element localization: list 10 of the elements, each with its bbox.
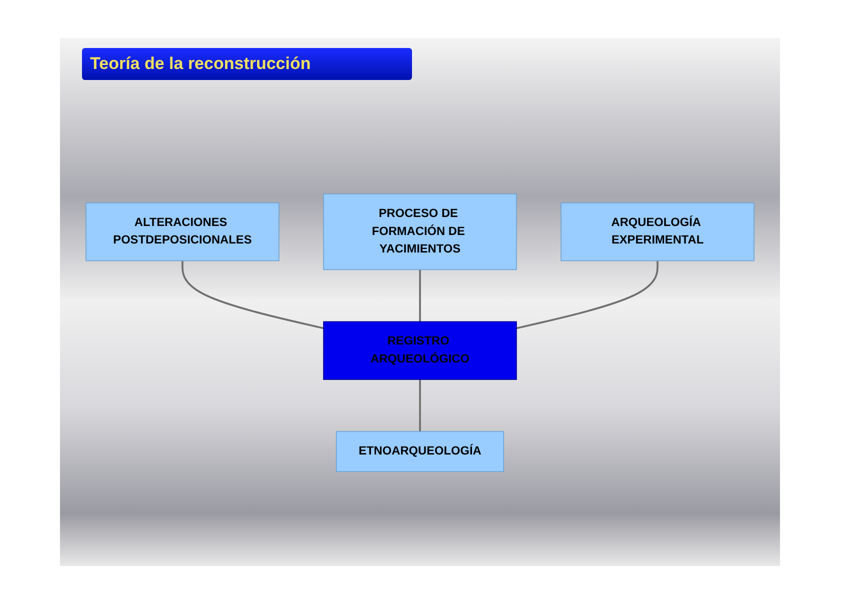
node-box: PROCESO DE FORMACIÓN DE YACIMIENTOS — [323, 194, 517, 270]
node-box: ALTERACIONES POSTDEPOSICIONALES — [86, 202, 280, 262]
connector — [419, 270, 421, 322]
node-box: ETNOARQUEOLOGÍA — [336, 431, 504, 472]
connector — [419, 380, 421, 432]
node-box: REGISTRO ARQUEOLÓGICO — [323, 321, 517, 380]
connector — [516, 260, 658, 330]
connector — [182, 260, 324, 330]
title-banner: Teoría de la reconstrucción — [82, 48, 412, 80]
node-box: ARQUEOLOGÍA EXPERIMENTAL — [560, 202, 754, 262]
